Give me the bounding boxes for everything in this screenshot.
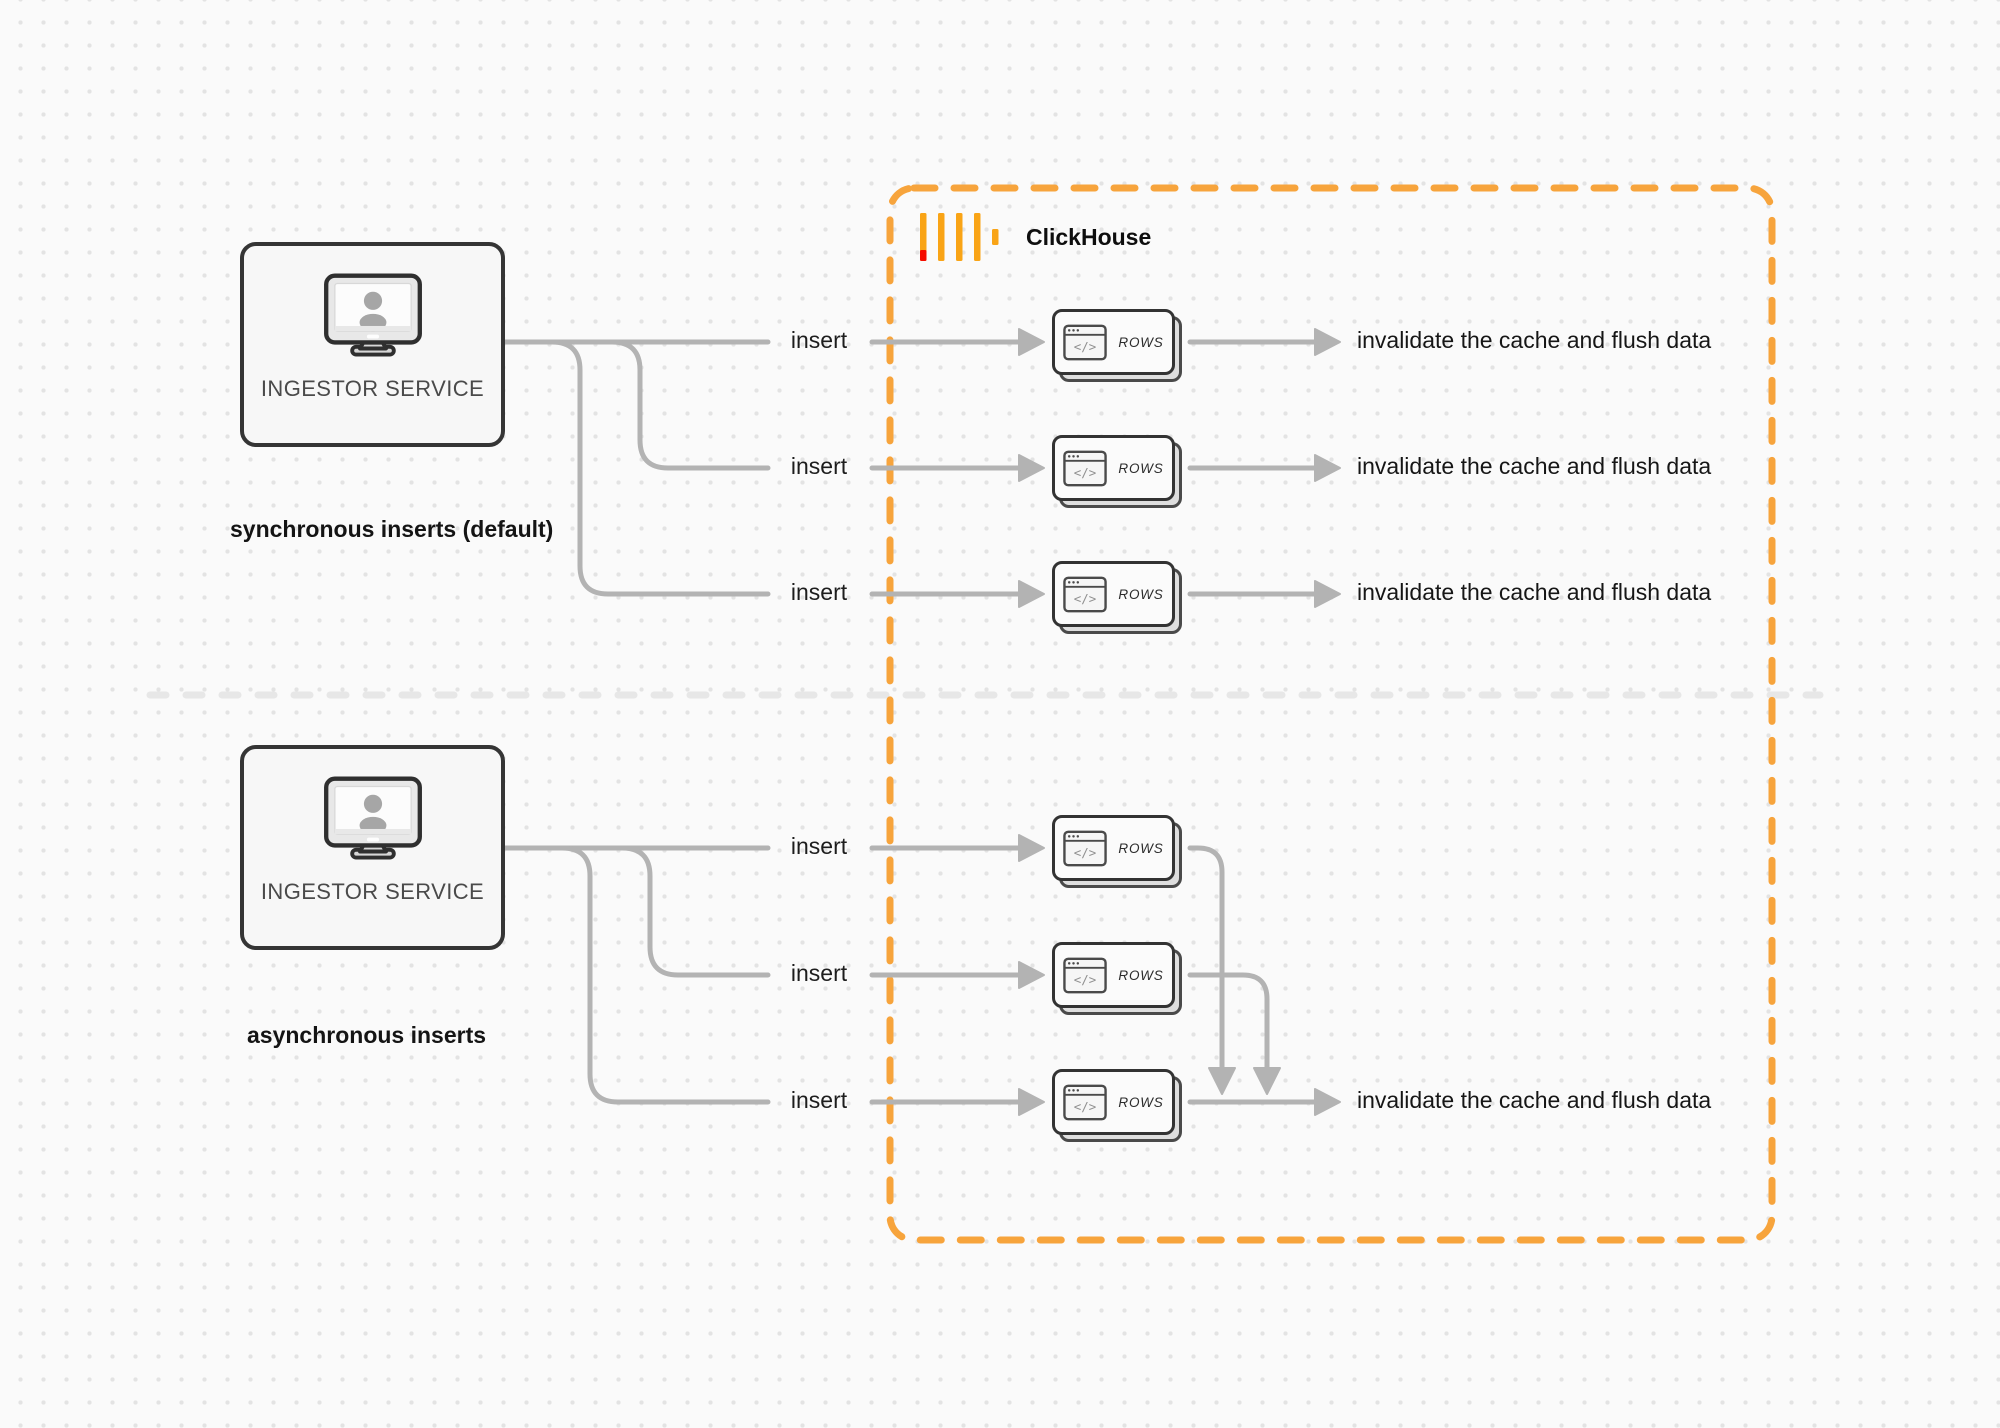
rows-box-sync-1: </> ROWS: [1052, 309, 1182, 382]
clickhouse-logo-icon: [920, 213, 999, 261]
monitor-user-icon: [323, 273, 422, 357]
code-window-icon: </>: [1063, 324, 1108, 360]
arrowheads: [1018, 328, 1341, 1116]
rows-box-async-1: </> ROWS: [1052, 815, 1182, 888]
ingestor-service-box-sync: INGESTOR SERVICE: [240, 242, 505, 447]
insert-label-sync-1: insert: [790, 327, 848, 353]
svg-text:</>: </>: [1074, 845, 1096, 860]
rows-label: ROWS: [1118, 460, 1164, 476]
async-wire-row2: [502, 845, 771, 978]
async-wire-row3: [502, 845, 771, 1105]
result-label-sync-1: invalidate the cache and flush data: [1357, 327, 1712, 353]
sync-wire-row3: [502, 339, 771, 597]
sync-wire-row2: [502, 339, 771, 471]
code-window-icon: </>: [1063, 830, 1108, 866]
connectors: [502, 339, 1319, 1105]
service-label: INGESTOR SERVICE: [260, 376, 485, 401]
async-drop-row1: [1187, 845, 1225, 1071]
insert-label-async-1: insert: [790, 833, 848, 859]
rows-box-async-2: </> ROWS: [1052, 942, 1182, 1015]
insert-label-async-2: insert: [790, 960, 848, 986]
insert-label-async-3: insert: [790, 1087, 848, 1113]
rows-box-async-3: </> ROWS: [1052, 1069, 1182, 1142]
clickhouse-header: ClickHouse: [920, 212, 1151, 262]
result-label-async: invalidate the cache and flush data: [1357, 1087, 1712, 1113]
rows-label: ROWS: [1118, 586, 1164, 602]
svg-text:</>: </>: [1074, 972, 1096, 987]
caption-synchronous: synchronous inserts (default): [230, 516, 554, 542]
rows-label: ROWS: [1118, 967, 1164, 983]
code-window-icon: </>: [1063, 1084, 1108, 1120]
code-window-icon: </>: [1063, 957, 1108, 993]
async-drop-row2: [1187, 972, 1270, 1071]
clickhouse-boundary: [886, 184, 1776, 1244]
svg-text:</>: </>: [1074, 465, 1096, 480]
caption-asynchronous: asynchronous inserts: [247, 1022, 487, 1048]
code-window-icon: </>: [1063, 450, 1108, 486]
rows-label: ROWS: [1118, 334, 1164, 350]
result-label-sync-2: invalidate the cache and flush data: [1357, 453, 1712, 479]
rows-box-sync-3: </> ROWS: [1052, 561, 1182, 634]
rows-box-sync-2: </> ROWS: [1052, 435, 1182, 508]
svg-text:</>: </>: [1074, 339, 1096, 354]
svg-text:</>: </>: [1074, 591, 1096, 606]
result-label-sync-3: invalidate the cache and flush data: [1357, 579, 1712, 605]
ingestor-service-box-async: INGESTOR SERVICE: [240, 745, 505, 950]
code-window-icon: </>: [1063, 576, 1108, 612]
monitor-user-icon: [323, 776, 422, 860]
insert-label-sync-2: insert: [790, 453, 848, 479]
insert-label-sync-3: insert: [790, 579, 848, 605]
rows-label: ROWS: [1118, 840, 1164, 856]
service-label: INGESTOR SERVICE: [260, 879, 485, 904]
svg-text:</>: </>: [1074, 1099, 1096, 1114]
rows-label: ROWS: [1118, 1094, 1164, 1110]
clickhouse-label: ClickHouse: [1026, 223, 1152, 250]
